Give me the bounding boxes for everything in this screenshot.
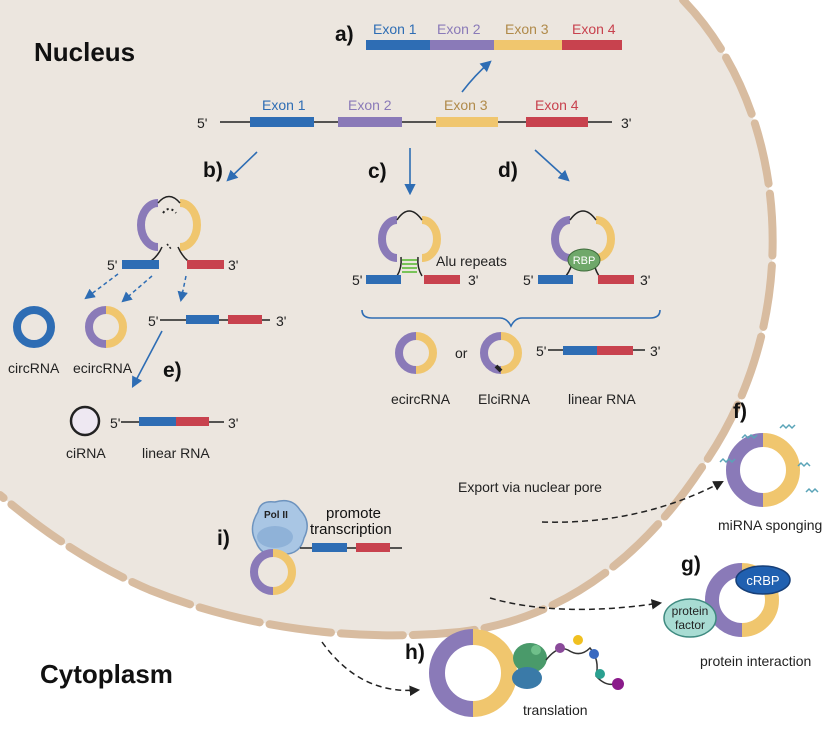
nucleus-heading: Nucleus: [34, 37, 135, 67]
panel-c-label: c): [368, 160, 387, 183]
five-prime: 5': [536, 343, 546, 359]
pol-ii-label: Pol II: [264, 510, 288, 521]
five-prime: 5': [352, 272, 362, 288]
panel-g-label: g): [681, 553, 701, 576]
ecircrna-ring: [85, 306, 107, 348]
exon-label: Exon 1: [373, 21, 417, 37]
arrow: [541, 481, 724, 523]
three-prime: 3': [228, 415, 238, 431]
panel-b-label: b): [203, 159, 223, 182]
ecircrna-label: ecircRNA: [73, 360, 133, 376]
ecircrna-label: ecircRNA: [391, 391, 451, 407]
elcirna-label: ElciRNA: [478, 391, 531, 407]
rbp-protein: [567, 248, 601, 272]
peptide-chain: [545, 646, 615, 686]
panel-i-transcription: i) Pol II promote transcription: [217, 499, 402, 595]
transcription-label: transcription: [310, 521, 392, 538]
arrow: [461, 60, 492, 93]
three-prime: 3': [650, 343, 660, 359]
panel-f-mirna-sponging: f) miRNA sponging: [718, 400, 822, 533]
cirna-circle: [69, 405, 101, 437]
arrow: [534, 149, 570, 182]
panel-f-label: f): [733, 400, 747, 423]
exon-label: Exon 2: [348, 97, 392, 113]
exon-label: Exon 4: [535, 97, 579, 113]
five-prime: 5': [148, 313, 158, 329]
crbp-protein: [735, 565, 791, 595]
pre-mrna: 5' 3' Exon 1 Exon 2 Exon 3 Exon 4: [197, 97, 631, 131]
five-prime: 5': [107, 257, 117, 273]
alu-repeats-label: Alu repeats: [436, 253, 507, 269]
panel-h-translation: h) translation: [405, 629, 624, 718]
three-prime: 3': [276, 313, 286, 329]
protein-interaction-label: protein interaction: [700, 653, 811, 669]
five-prime: 5': [197, 115, 207, 131]
exon-label: Exon 2: [437, 21, 481, 37]
panel-d-rbp: d) RBP 5' 3': [498, 149, 650, 288]
panel-b-lariat: b) 5' 3' circRNA ecircRNA 5' 3' e) ciRNA…: [8, 151, 286, 461]
mirna-molecules: [719, 423, 819, 494]
panel-c-alu: c) Alu repeats 5' 3': [352, 148, 507, 288]
brace: [361, 309, 661, 328]
exon-label: Exon 3: [505, 21, 549, 37]
circrna-ring: [13, 306, 55, 348]
panel-g-protein-interaction: g) cRBP protein factor protein interacti…: [663, 553, 811, 669]
panel-e-label: e): [163, 359, 182, 382]
five-prime: 5': [110, 415, 120, 431]
arrow: [321, 641, 421, 696]
panel-h-label: h): [405, 641, 425, 664]
ribosome: [512, 643, 547, 689]
exon-label: Exon 3: [444, 97, 488, 113]
export-arrows: Export via nuclear pore: [321, 479, 724, 696]
mirna-sponging-label: miRNA sponging: [718, 517, 822, 533]
rbp-label: RBP: [573, 255, 596, 267]
translation-label: translation: [523, 702, 588, 718]
three-prime: 3': [621, 115, 631, 131]
or-label: or: [455, 345, 468, 361]
pol-ii-complex: [251, 499, 308, 556]
protein-factor-label: protein: [672, 604, 709, 618]
panel-i-label: i): [217, 527, 230, 550]
linear-rna-label: linear RNA: [142, 445, 210, 461]
panel-a-label: a): [335, 23, 354, 46]
cirna-label: ciRNA: [66, 445, 106, 461]
linear-rna-label: linear RNA: [568, 391, 636, 407]
arrow: [226, 151, 258, 182]
three-prime: 3': [468, 272, 478, 288]
five-prime: 5': [523, 272, 533, 288]
protein-factor-label: factor: [675, 618, 705, 632]
panel-cd-products: or 5' 3' ecircRNA ElciRNA linear RNA: [361, 309, 661, 407]
cytoplasm-heading: Cytoplasm: [40, 659, 173, 689]
crbp-label: cRBP: [746, 573, 779, 588]
exon-label: Exon 1: [262, 97, 306, 113]
protein-factor: [663, 598, 717, 638]
three-prime: 3': [228, 257, 238, 273]
panel-d-label: d): [498, 159, 518, 182]
promote-label: promote: [326, 505, 381, 522]
circrna-label: circRNA: [8, 360, 60, 376]
export-label: Export via nuclear pore: [458, 479, 602, 495]
panel-a-linear-mrna: a) Exon 1 Exon 2 Exon 3 Exon 4: [335, 21, 622, 93]
nuclear-envelope: [0, 0, 777, 640]
arrow: [131, 330, 163, 388]
three-prime: 3': [640, 272, 650, 288]
exon-label: Exon 4: [572, 21, 616, 37]
arrow: [121, 275, 153, 303]
